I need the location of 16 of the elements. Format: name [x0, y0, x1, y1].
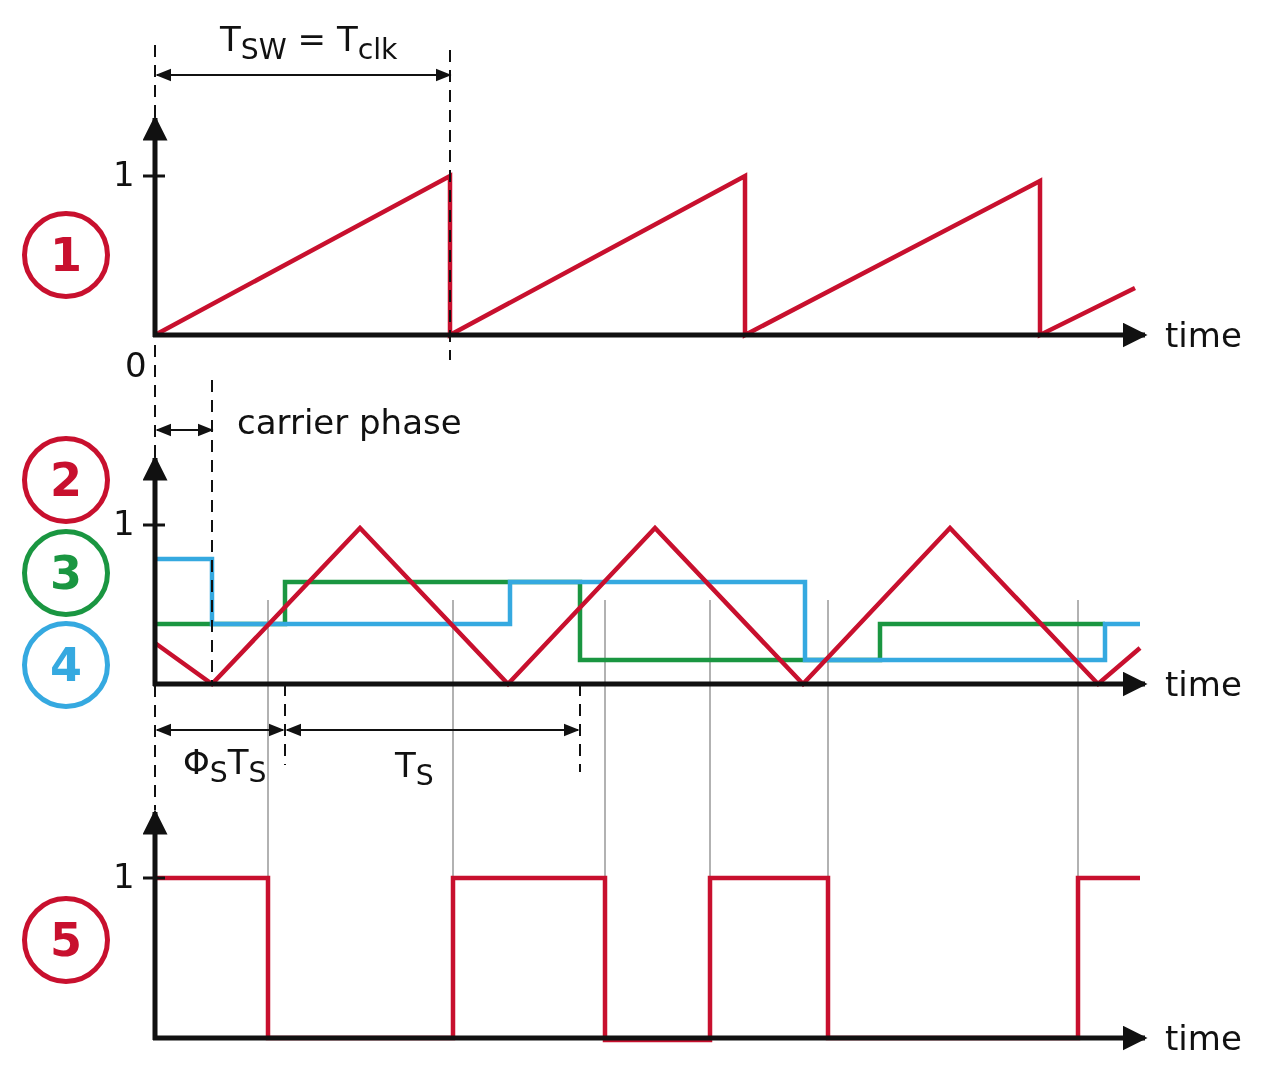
- circle-number: 3: [50, 550, 82, 596]
- annotation-text: carrier phase: [237, 405, 462, 439]
- tick-label: 1: [113, 506, 135, 540]
- circle-number: 2: [50, 457, 82, 503]
- axis-label: time: [1165, 318, 1242, 352]
- axis-label: time: [1165, 667, 1242, 701]
- circle-number: 5: [50, 917, 82, 963]
- tick-label: 0: [125, 348, 147, 382]
- dimension-label: T$_{S}$: [395, 748, 434, 791]
- circle-number: 4: [50, 642, 82, 688]
- circle-number: 1: [50, 232, 82, 278]
- axis-label: time: [1165, 1021, 1242, 1055]
- period-label: T$_{SW}$ = T$_{clk}$: [220, 22, 398, 65]
- tick-label: 1: [113, 859, 135, 893]
- dimension-label: Φ$_{S}$T$_{S}$: [183, 745, 267, 788]
- tick-label: 1: [113, 157, 135, 191]
